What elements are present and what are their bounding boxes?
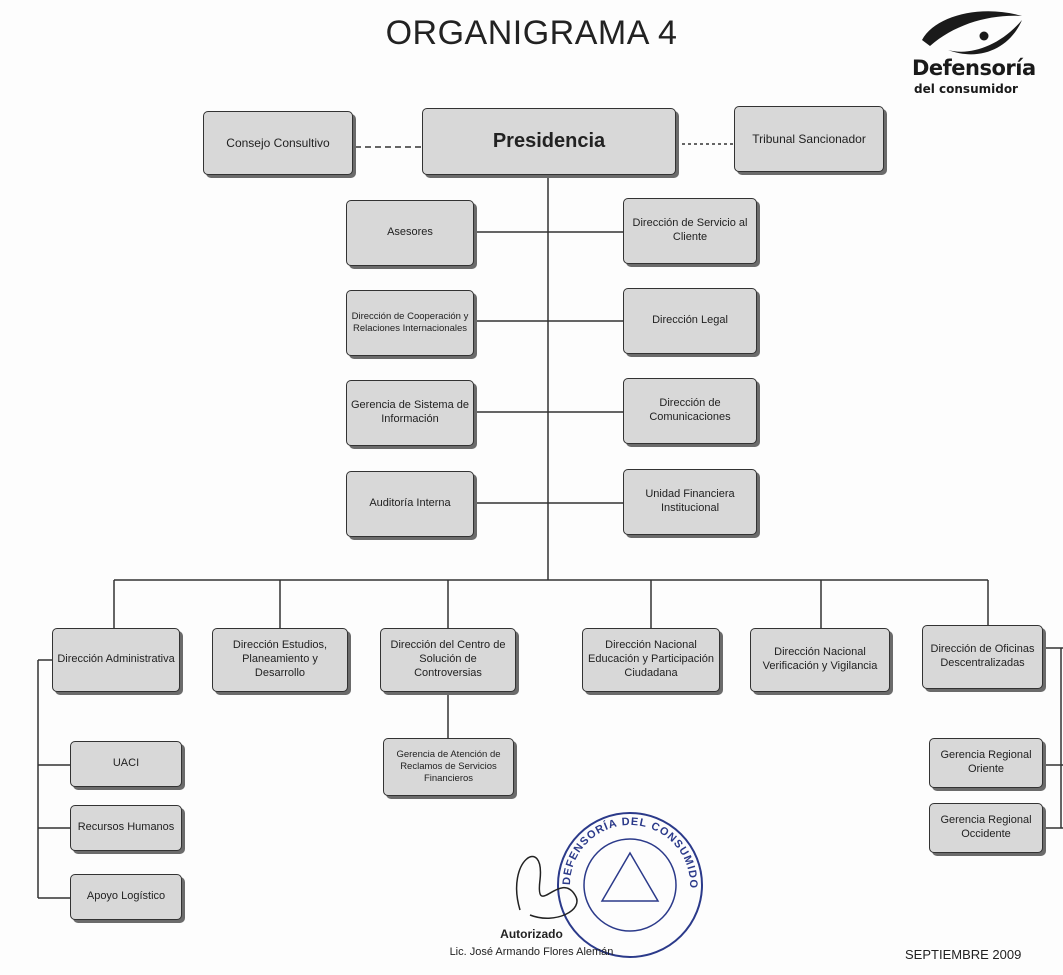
- document-date: SEPTIEMBRE 2009: [905, 947, 1022, 962]
- centro-solucion-controversias-box: Dirección del Centro de Solución de Cont…: [380, 628, 516, 692]
- auditoria-interna-box: Auditoría Interna: [346, 471, 474, 537]
- page-title: ORGANIGRAMA 4: [385, 14, 678, 52]
- educacion-participacion-box: Dirección Nacional Educación y Participa…: [582, 628, 720, 692]
- comunicaciones-box: Dirección de Comunicaciones: [623, 378, 757, 444]
- official-seal-icon: DEFENSORÍA DEL CONSUMIDOR: [550, 805, 703, 958]
- apoyo-logistico-box: Apoyo Logístico: [70, 874, 182, 920]
- uaci-box: UACI: [70, 741, 182, 787]
- oficinas-descentralizadas-box: Dirección de Oficinas Descentralizadas: [922, 625, 1043, 689]
- logo-wordmark: Defensoría: [912, 56, 1036, 80]
- direccion-legal-box: Dirección Legal: [623, 288, 757, 354]
- consejo-consultivo-box: Consejo Consultivo: [203, 111, 353, 175]
- atencion-reclamos-box: Gerencia de Atención de Reclamos de Serv…: [383, 738, 514, 796]
- unidad-financiera-box: Unidad Financiera Institucional: [623, 469, 757, 535]
- defensoria-logo-icon: [922, 11, 1022, 55]
- estudios-planeamiento-box: Dirección Estudios, Planeamiento y Desar…: [212, 628, 348, 692]
- direccion-administrativa-box: Dirección Administrativa: [52, 628, 180, 692]
- asesores-box: Asesores: [346, 200, 474, 266]
- presidencia-box: Presidencia: [422, 108, 676, 175]
- tribunal-sancionador-box: Tribunal Sancionador: [734, 106, 884, 172]
- signature-name: Lic. José Armando Flores Alemán: [449, 946, 614, 958]
- gerencia-sistema-informacion-box: Gerencia de Sistema de Información: [346, 380, 474, 446]
- verificacion-vigilancia-box: Dirección Nacional Verificación y Vigila…: [750, 628, 890, 692]
- signature-label: Autorizado: [500, 927, 563, 941]
- servicio-cliente-box: Dirección de Servicio al Cliente: [623, 198, 757, 264]
- recursos-humanos-box: Recursos Humanos: [70, 805, 182, 851]
- cooperacion-relaciones-box: Dirección de Cooperación y Relaciones In…: [346, 290, 474, 356]
- gerencia-regional-occidente-box: Gerencia Regional Occidente: [929, 803, 1043, 853]
- gerencia-regional-oriente-box: Gerencia Regional Oriente: [929, 738, 1043, 788]
- logo-tagline: del consumidor: [914, 82, 1018, 96]
